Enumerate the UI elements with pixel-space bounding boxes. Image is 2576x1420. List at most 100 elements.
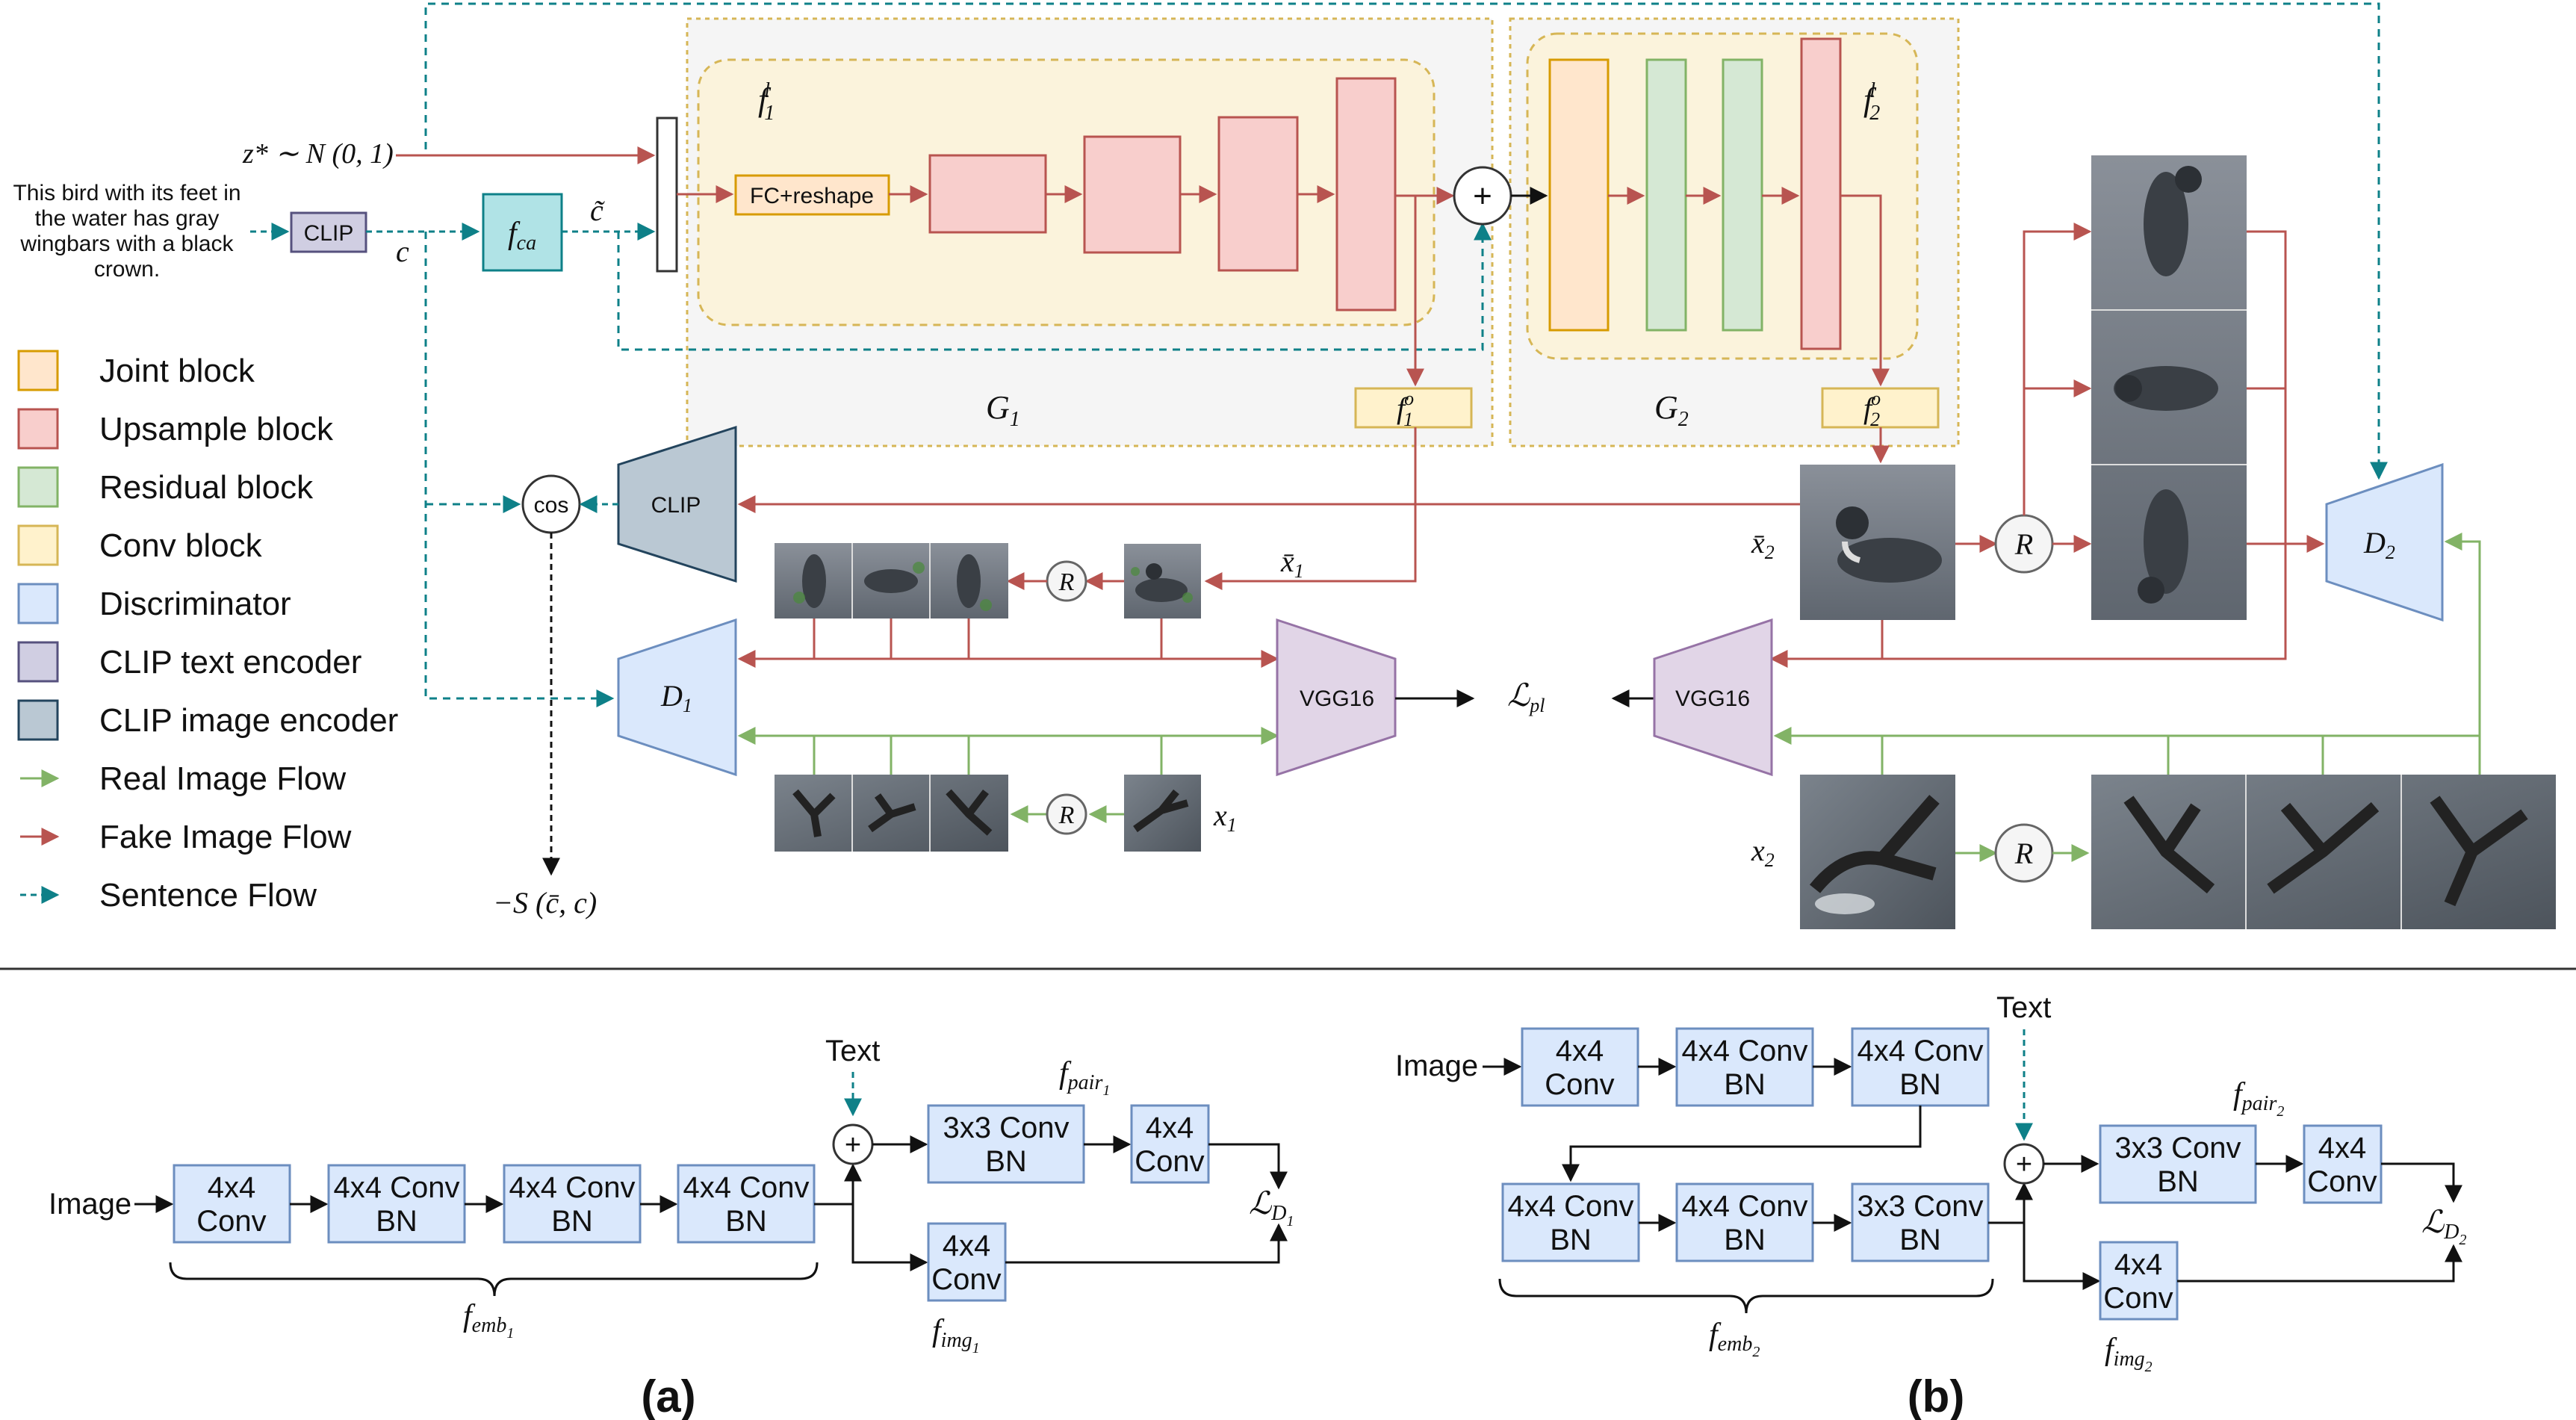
b-block-3 (1851, 1027, 1990, 1107)
x1-image (1124, 775, 1201, 852)
b-sum-symbol: + (2016, 1149, 2032, 1180)
b-image-label: Image (1395, 1050, 1478, 1082)
vgg16-right-label: VGG16 (1675, 686, 1750, 711)
panel-a: Image 4x4 Conv 4x4 Conv BN 4x4 Conv BN 4… (49, 1035, 1294, 1420)
vgg16-left-label: VGG16 (1300, 686, 1374, 711)
a-block-6-line2: Conv (1135, 1145, 1204, 1178)
ctilde-to-plus (617, 222, 1492, 351)
f1o-label: f1o (1397, 388, 1414, 430)
x1-label: x1 (1213, 799, 1237, 836)
a-block-3 (503, 1164, 642, 1244)
b-block-5-line2: BN (1724, 1224, 1766, 1256)
legend-label-5: CLIP text encoder (99, 644, 361, 680)
input-sentence-line-1: This bird with its feet in (13, 181, 240, 205)
legend-label-9: Sentence Flow (99, 877, 317, 914)
g2-upsample (1800, 37, 1842, 350)
perceptual-loss-label: ℒpl (1507, 679, 1545, 716)
g2-residual-1 (1645, 58, 1687, 332)
legend-label-3: Conv block (99, 527, 263, 564)
vgg16-left (1276, 618, 1397, 777)
fc-reshape-label: FC+reshape (750, 184, 874, 208)
legend-label-4: Discriminator (99, 586, 291, 622)
f1l-label: f1l (758, 79, 775, 125)
a-text-label: Text (825, 1035, 880, 1067)
b-block-2-line1: 4x4 Conv (1682, 1035, 1808, 1067)
xbar1-image (1124, 544, 1201, 618)
a-block-2 (327, 1164, 466, 1244)
c-label: c (396, 235, 409, 268)
a-fimg-label: fimg1 (932, 1314, 980, 1357)
b-block-9-line1: 4x4 (2114, 1248, 2163, 1281)
a-caption: (a) (641, 1371, 695, 1420)
b-fpair-label: fpair2 (2233, 1077, 2284, 1120)
a-block-2-line2: BN (376, 1205, 418, 1238)
a-loss-label: ℒD1 (1249, 1187, 1294, 1230)
concat-bar (656, 117, 678, 273)
b-block-6-line1: 3x3 Conv (1857, 1190, 1984, 1223)
x2-label: x2 (1751, 834, 1775, 871)
a-block-4-line2: BN (725, 1205, 767, 1238)
d2-label: D2 (2363, 526, 2395, 563)
b-caption: (b) (1908, 1371, 1965, 1420)
b-block-5-line1: 4x4 Conv (1682, 1190, 1808, 1223)
legend-label-0: Joint block (99, 353, 255, 389)
negative-similarity-loss: −S (c̄, c) (493, 886, 597, 920)
discriminator-d2 (2325, 462, 2444, 622)
b-block-7-line2: BN (2157, 1165, 2199, 1198)
f2o-label: f2o (1863, 388, 1881, 430)
a-block-7 (927, 1222, 1007, 1302)
vgg16-right (1653, 618, 1773, 777)
xbar2-rotated-images (2091, 155, 2247, 620)
b-loss-label: ℒD2 (2421, 1206, 2466, 1248)
x1-rotated-images (775, 775, 1008, 852)
fc-reshape-block (734, 174, 890, 216)
a-block-5-line1: 3x3 Conv (943, 1111, 1070, 1144)
f2l-label: f2l (1863, 79, 1880, 125)
panel-b: Image 4x4 Conv 4x4 Conv BN 4x4 Conv BN 4… (1395, 991, 2466, 1420)
a-block-5-line2: BN (985, 1145, 1027, 1178)
legend-label-8: Fake Image Flow (99, 819, 352, 855)
b-block-6 (1851, 1182, 1990, 1262)
f2o-block (1821, 387, 1940, 429)
b-block-8-line1: 4x4 (2318, 1132, 2367, 1165)
a-block-1-line1: 4x4 (208, 1171, 256, 1204)
legend-label-2: Residual block (99, 469, 314, 506)
g2-joint-block (1548, 58, 1610, 332)
d1-label: D1 (660, 679, 692, 716)
b-block-8-line2: Conv (2307, 1165, 2377, 1198)
b-block-1-line2: Conv (1545, 1068, 1614, 1101)
g1-upsample-4 (1335, 77, 1397, 311)
g1-upsample-1 (928, 154, 1047, 234)
legend-label-6: CLIP image encoder (99, 702, 398, 739)
legend-swatch-4 (17, 583, 59, 624)
clip-text-encoder-label: CLIP (304, 221, 354, 246)
g1-upsample-3 (1217, 116, 1299, 272)
xbar1-rotate-label: R (1058, 568, 1075, 596)
b-block-9-line2: Conv (2103, 1282, 2173, 1315)
a-emb-brace (169, 1262, 819, 1297)
a-b7-to-loss (1005, 1223, 1288, 1264)
x2-rotated-images (2091, 775, 2556, 929)
b-block-2 (1675, 1027, 1814, 1107)
cos-label: cos (534, 493, 569, 518)
legend-swatch-5 (17, 641, 59, 683)
b-femb-label: femb2 (1709, 1318, 1760, 1360)
x1-rotate-label: R (1058, 802, 1075, 829)
legend-swatch-1 (17, 408, 59, 450)
legend-swatch-0 (17, 350, 59, 391)
sentence-to-d1 (424, 232, 615, 707)
xbar1-label: x̄1 (1280, 545, 1304, 582)
xbar2-rotate-label: R (2014, 527, 2033, 561)
xbar1-rotated-images (775, 543, 1008, 618)
f1o-block (1354, 387, 1473, 429)
a-block-3-line1: 4x4 Conv (509, 1171, 636, 1204)
discriminator-d1 (617, 618, 737, 777)
b-block-9 (2099, 1241, 2179, 1321)
legend-label-7: Real Image Flow (99, 760, 346, 797)
a-block-4-line1: 4x4 Conv (683, 1171, 810, 1204)
b-block-4 (1501, 1182, 1640, 1262)
a-split (814, 1203, 854, 1262)
ctilde-label: c̃ (590, 193, 605, 227)
clip-image-encoder-label: CLIP (651, 493, 701, 518)
